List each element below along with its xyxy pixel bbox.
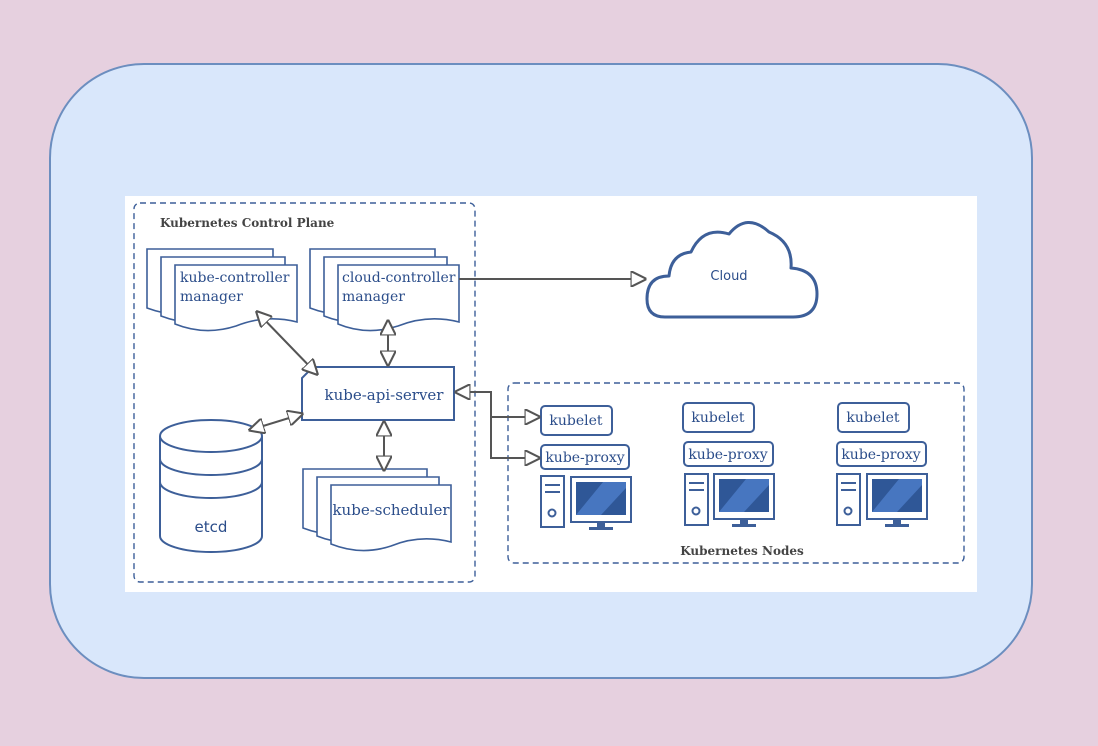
kube-proxy-box <box>683 441 774 467</box>
control-plane-title: Kubernetes Control Plane <box>160 216 335 230</box>
computer-icon <box>684 473 775 527</box>
kubelet-label: kubelet <box>846 410 900 426</box>
kube-controller-manager: kube-controller manager <box>146 248 298 332</box>
kubelet-box <box>540 405 613 436</box>
kube-proxy-box <box>836 441 927 467</box>
node-3: kubelet kube-proxy <box>836 402 928 527</box>
computer-icon <box>836 473 928 527</box>
node-1: kubelet kube-proxy <box>540 405 632 530</box>
kube-proxy-box <box>540 444 630 470</box>
cloud-controller-manager-label-line2: manager <box>342 289 405 305</box>
kube-controller-manager-label-line1: kube-controller <box>180 270 290 286</box>
kube-scheduler-label: kube-scheduler <box>332 501 450 519</box>
etcd-label: etcd <box>195 518 228 536</box>
etcd-database: etcd <box>159 419 263 553</box>
kubelet-label: kubelet <box>549 413 603 429</box>
kube-scheduler: kube-scheduler <box>302 468 452 552</box>
cloud-controller-manager-label-line1: cloud-controller <box>342 270 456 286</box>
connector-controller-apiserver <box>257 312 317 374</box>
cloud: Cloud <box>645 221 819 319</box>
cloud-label: Cloud <box>710 269 747 284</box>
kube-api-server-label: kube-api-server <box>325 386 445 404</box>
computer-icon <box>540 475 632 530</box>
connector-etcd-apiserver <box>250 414 302 430</box>
kube-proxy-label: kube-proxy <box>688 447 767 463</box>
node-2: kubelet kube-proxy <box>682 402 775 527</box>
nodes-group <box>507 382 965 564</box>
connector-apiserver-kube-proxy <box>490 392 539 458</box>
kube-proxy-label: kube-proxy <box>841 447 920 463</box>
kubelet-label: kubelet <box>691 410 745 426</box>
nodes-title: Kubernetes Nodes <box>680 544 804 558</box>
kube-proxy-label: kube-proxy <box>545 450 624 466</box>
kubelet-box <box>682 402 755 433</box>
cloud-controller-manager: cloud-controller manager <box>309 248 460 332</box>
kube-api-server: kube-api-server <box>301 366 455 421</box>
kube-controller-manager-label-line2: manager <box>180 289 243 305</box>
kubelet-box <box>837 402 910 433</box>
kubernetes-architecture-diagram: Kubernetes Control Plane kube-controller… <box>125 196 977 592</box>
